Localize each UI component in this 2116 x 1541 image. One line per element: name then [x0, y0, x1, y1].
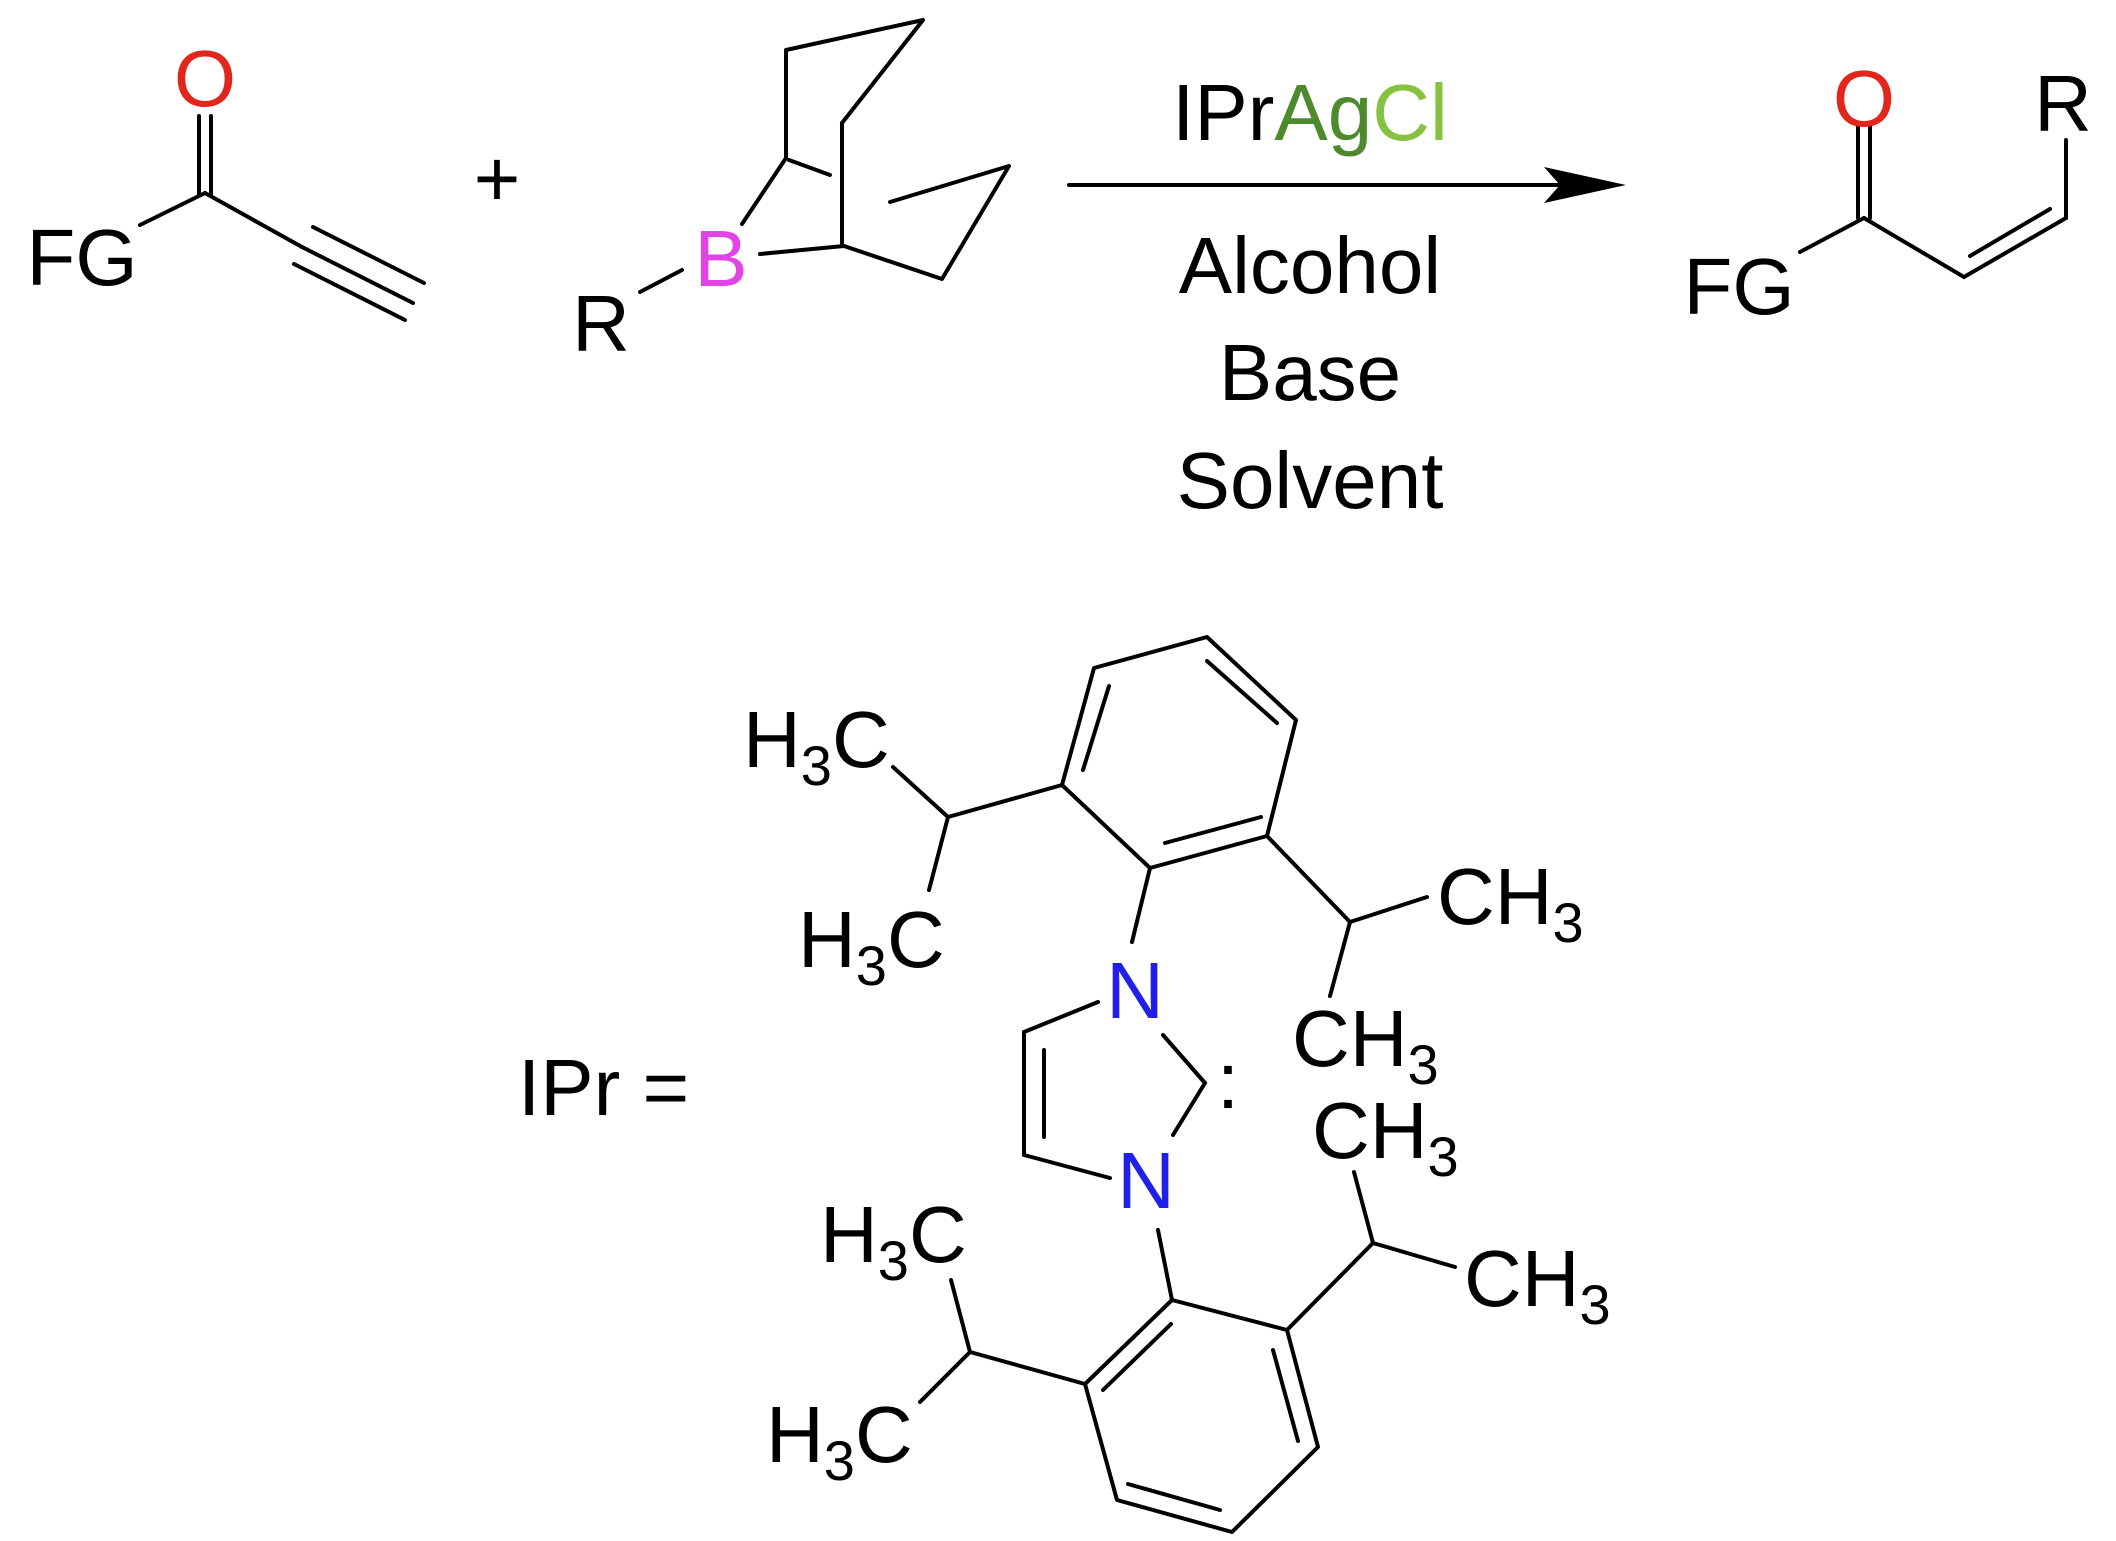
methyl-subscript: 3: [1553, 891, 1584, 954]
bicyclo-ring-lower: [842, 164, 1011, 281]
product-oxygen: O: [1833, 54, 1895, 143]
upper-left-isopropyl: [891, 765, 1064, 819]
methyl-lower-left-top: H3C: [820, 1190, 967, 1292]
methyl-c: C: [855, 1390, 913, 1479]
bond-product-c-c: [1862, 216, 1966, 279]
methyl-h: H: [820, 1190, 878, 1279]
ipr-label: IPr =: [518, 1043, 689, 1132]
upper-left-isopropyl-down: [927, 815, 950, 892]
lower-aryl-ring: [1083, 1298, 1320, 1534]
reaction-arrow: [1067, 167, 1626, 203]
product-r: R: [2034, 59, 2092, 148]
ipr-bonds: [891, 635, 1457, 1534]
upper-aryl-inner-3: [1081, 684, 1111, 772]
methyl-lower-left-bottom: H3C: [766, 1390, 913, 1492]
methyl-ch: CH: [1464, 1234, 1580, 1323]
methyl-subscript: 3: [801, 734, 832, 797]
methyl-upper-right-top: CH3: [1437, 852, 1584, 954]
lower-right-isopropyl: [1285, 1241, 1457, 1332]
condition-solvent: Solvent: [1177, 436, 1444, 525]
methyl-upper-left-top: H3C: [743, 695, 890, 797]
catalyst-ag: Ag: [1274, 68, 1372, 157]
methyl-ch: CH: [1292, 994, 1408, 1083]
methyl-ch: CH: [1437, 852, 1553, 941]
methyl-c: C: [909, 1190, 967, 1279]
reactant-alkyne: O FG: [26, 34, 426, 322]
borane-bonds: [638, 18, 1011, 294]
methyl-lower-right-bottom: CH3: [1464, 1234, 1611, 1336]
bond-r-b: [638, 268, 684, 294]
upper-aryl-inner-1: [1205, 659, 1279, 725]
lower-left-isopropyl-down: [918, 1350, 972, 1404]
imidazole-n1-c2: [1161, 1033, 1207, 1085]
borane-boron: B: [694, 214, 747, 303]
lower-right-isopropyl-up: [1352, 1170, 1375, 1245]
catalyst-label: IPrAgCl: [1172, 68, 1448, 157]
bicyclo-ring-upper: [784, 18, 925, 160]
methyl-subscript: 3: [1580, 1273, 1611, 1336]
upper-aryl-ring: [1060, 635, 1298, 870]
bond-upper-aryl-n: [1130, 866, 1152, 944]
imidazole-c2-n3: [1171, 1081, 1207, 1137]
product-fg: FG: [1683, 242, 1794, 331]
alkyne-oxygen: O: [174, 34, 236, 123]
ipr-n1: N: [1106, 946, 1164, 1035]
bond-c-c-triple-b: [311, 225, 426, 285]
ipr-structure: N N : H3C H3C CH3 CH3 CH3 CH3 H3C H3C: [743, 635, 1611, 1534]
alkyne-bonds: [138, 114, 426, 322]
bond-product-c-c-double: [1962, 216, 2068, 279]
methyl-subscript: 3: [856, 934, 887, 997]
alkyne-fg: FG: [26, 213, 137, 302]
catalyst-ipr: IPr: [1172, 68, 1274, 157]
bond-fg-c: [138, 191, 207, 227]
lower-left-isopropyl: [949, 1278, 1087, 1386]
bond-product-fg-c: [1798, 216, 1866, 254]
product: O R FG: [1683, 54, 2091, 331]
bond-c-c: [203, 191, 304, 249]
methyl-subscript: 3: [878, 1229, 909, 1292]
imidazole-c4-n3: [1022, 1153, 1112, 1180]
bond-b-c1: [740, 156, 788, 226]
lower-aryl-inner-1: [1101, 1322, 1173, 1392]
bond-product-c-c-double-inner: [1968, 207, 2052, 258]
borane-r: R: [572, 279, 630, 368]
methyl-subscript: 3: [1428, 1125, 1459, 1188]
bond-c-c-triple-c: [292, 262, 407, 322]
bicyclo-back-bond: [787, 158, 832, 177]
imidazole-n1-c5: [1022, 1000, 1100, 1034]
methyl-h: H: [743, 695, 801, 784]
methyl-c: C: [887, 895, 945, 984]
reactant-borane: B R: [572, 18, 1011, 368]
ipr-carbene-lone-pair: :: [1217, 1036, 1239, 1125]
methyl-lower-right-top: CH3: [1312, 1086, 1459, 1188]
methyl-h: H: [766, 1390, 824, 1479]
arrow-head: [1544, 167, 1626, 203]
bond-b-c5: [758, 244, 846, 256]
methyl-subscript: 3: [1408, 1033, 1439, 1096]
bond-n-lower-aryl: [1156, 1228, 1174, 1302]
methyl-upper-right-bottom: CH3: [1292, 994, 1439, 1096]
ipr-n3: N: [1117, 1136, 1175, 1225]
methyl-upper-left-bottom: H3C: [798, 895, 945, 997]
product-bonds: [1798, 124, 2068, 279]
upper-right-isopropyl: [1265, 834, 1429, 924]
upper-aryl-inner-2: [1163, 815, 1263, 845]
condition-base: Base: [1219, 328, 1401, 417]
catalyst-cl: Cl: [1372, 68, 1448, 157]
upper-right-isopropyl-down: [1328, 920, 1352, 998]
methyl-subscript: 3: [824, 1429, 855, 1492]
methyl-ch: CH: [1312, 1086, 1428, 1175]
methyl-c: C: [832, 695, 890, 784]
methyl-h: H: [798, 895, 856, 984]
lower-aryl-inner-3: [1126, 1482, 1222, 1512]
bond-c-c-triple-a: [300, 245, 415, 305]
plus-sign: +: [474, 134, 521, 223]
lower-aryl-inner-2: [1271, 1348, 1300, 1443]
condition-alcohol: Alcohol: [1179, 221, 1441, 310]
